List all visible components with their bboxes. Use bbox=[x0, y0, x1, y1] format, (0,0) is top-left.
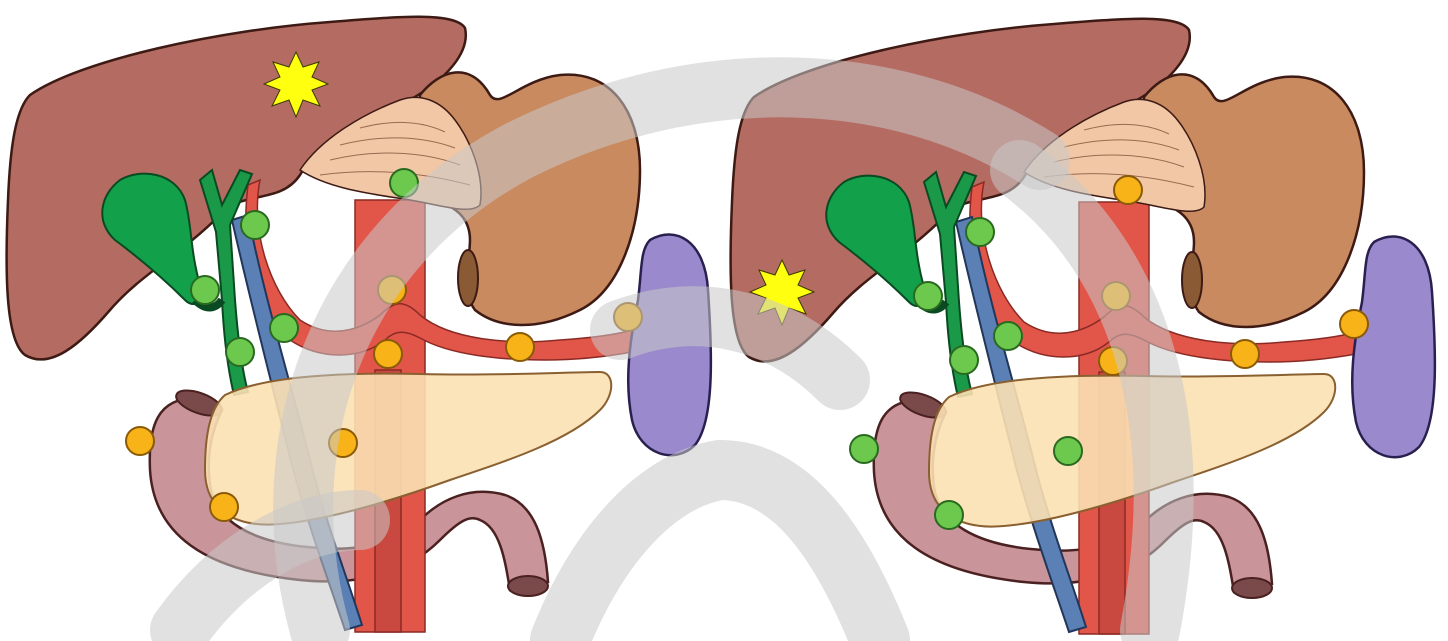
lymph-node bbox=[950, 346, 978, 374]
spleen bbox=[1352, 236, 1435, 457]
lymph-node bbox=[1231, 340, 1259, 368]
pylorus bbox=[1182, 252, 1202, 308]
lymph-node bbox=[850, 435, 878, 463]
lymph-node bbox=[226, 338, 254, 366]
duodenum-end bbox=[1232, 578, 1272, 598]
lymph-node bbox=[1340, 310, 1368, 338]
lymph-node bbox=[210, 493, 238, 521]
lymph-node bbox=[1114, 176, 1142, 204]
lymph-node bbox=[914, 282, 942, 310]
lymph-node bbox=[241, 211, 269, 239]
lymph-node bbox=[374, 340, 402, 368]
pylorus bbox=[458, 250, 478, 306]
lymph-node bbox=[1054, 437, 1082, 465]
lymph-node bbox=[935, 501, 963, 529]
watermark-inner bbox=[560, 470, 880, 640]
lymph-node bbox=[126, 427, 154, 455]
lymph-node bbox=[966, 218, 994, 246]
lymph-node bbox=[506, 333, 534, 361]
lymph-node bbox=[191, 276, 219, 304]
duodenum-end bbox=[508, 576, 548, 596]
lymph-node bbox=[270, 314, 298, 342]
lymph-node bbox=[994, 322, 1022, 350]
